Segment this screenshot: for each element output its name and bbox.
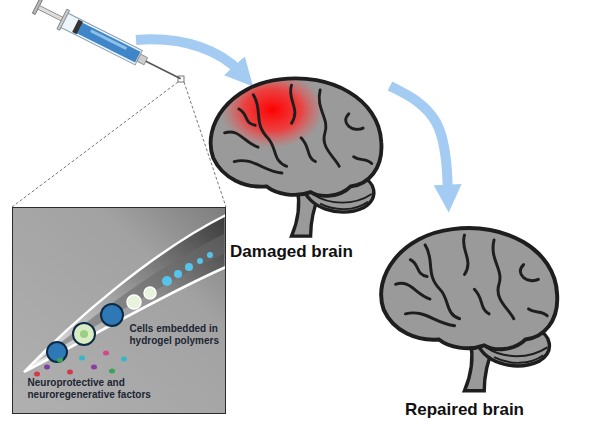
zoom-line — [12, 82, 178, 207]
factor-dot — [67, 370, 73, 375]
cell — [127, 295, 141, 309]
brain-sulcus — [396, 283, 430, 299]
syringe-shine — [90, 29, 127, 50]
brain-sulcus — [290, 85, 294, 123]
brain-sulcus — [474, 289, 489, 314]
factor-dot — [44, 365, 50, 370]
brain-sulcus — [225, 132, 258, 147]
syringe-plunger — [72, 20, 83, 35]
factor-dot — [34, 372, 40, 377]
cell — [144, 287, 156, 299]
brain-label: Repaired brain — [366, 400, 563, 420]
brain-label: Damaged brain — [193, 242, 390, 262]
flow-arrow — [390, 86, 448, 193]
brain-sulcus — [239, 109, 255, 125]
cell — [73, 323, 95, 345]
factor-dot — [79, 356, 85, 361]
cerebrum — [381, 228, 557, 349]
zoom-marker — [178, 76, 184, 82]
inset-background — [12, 207, 226, 414]
flow-arrow — [136, 39, 240, 72]
cerebellum-fold — [320, 202, 368, 209]
factor-dot — [103, 351, 109, 356]
brain-sulcus — [234, 161, 282, 173]
cell — [101, 304, 123, 326]
syringe-hub — [137, 54, 148, 65]
brain-sulcus — [253, 95, 286, 167]
cerebellum-fold — [494, 355, 543, 363]
brain-sulcus — [493, 240, 514, 319]
brain-outline — [193, 66, 390, 238]
brain-sulcus — [354, 157, 372, 164]
cerebrum-outline — [381, 228, 557, 349]
inset-box: Cells embedded in hydrogel polymersNeuro… — [12, 207, 226, 414]
hydrogel — [185, 263, 193, 271]
brain-sulcus — [463, 235, 468, 274]
factor-dot — [57, 358, 63, 363]
hydrogel — [197, 258, 203, 264]
lesion — [221, 72, 324, 148]
brain-sulcus — [425, 245, 459, 319]
brain-sulcus — [346, 114, 363, 130]
needle-lumen — [38, 233, 226, 361]
factor-dot — [121, 357, 127, 362]
syringe-needle — [146, 61, 181, 79]
cerebrum-outline — [211, 78, 382, 196]
syringe-liquid — [76, 22, 140, 62]
brain-sulcus — [529, 309, 548, 316]
hydrogel — [174, 270, 182, 278]
cell — [47, 342, 67, 362]
brain-node: Repaired brain — [366, 212, 563, 424]
hydrogel — [207, 252, 213, 258]
cell-nucleus — [80, 330, 88, 338]
inset-label: Neuroprotective and neuroregenerative fa… — [28, 377, 188, 401]
brain-sulcus — [410, 260, 427, 277]
needle-inset — [12, 207, 226, 414]
factor-dot — [109, 369, 115, 374]
connector-layer — [390, 86, 448, 193]
needle-tip — [24, 215, 226, 372]
syringe-barrel — [61, 13, 142, 65]
brain-sulcus — [319, 90, 339, 166]
brain-outline — [366, 212, 563, 396]
brain-node: Damaged brain — [193, 66, 390, 266]
inset-label: Cells embedded in hydrogel polymers — [130, 323, 226, 347]
brain-sulcus — [405, 313, 454, 326]
hydrogel — [162, 276, 172, 286]
factor-dot — [91, 365, 97, 370]
brain-sulcus — [301, 138, 315, 162]
brain-sulcus — [520, 265, 538, 281]
